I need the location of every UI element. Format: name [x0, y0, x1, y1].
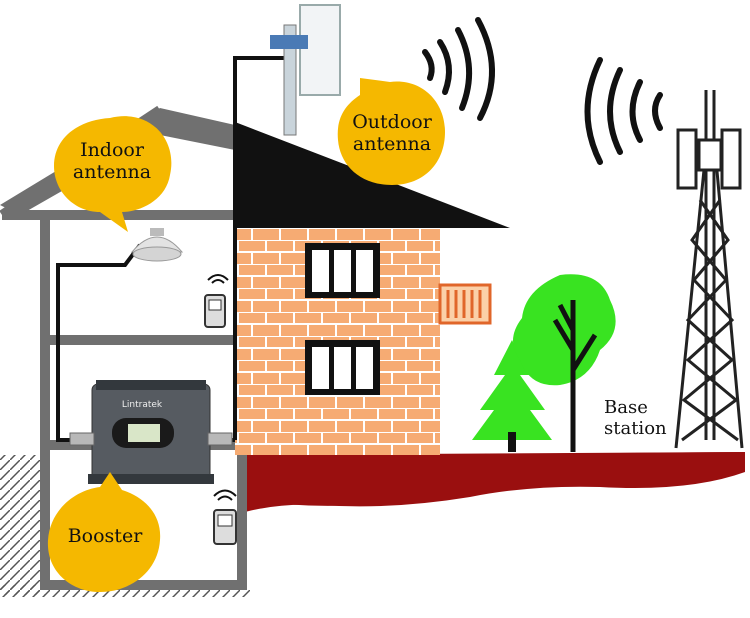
indoor-antenna-label-line1: Indoor — [80, 139, 144, 161]
phone-icon-lower — [213, 489, 237, 545]
signal-waves-icon-outdoor — [422, 17, 495, 121]
tree-icon-small — [472, 340, 552, 452]
outdoor-antenna-label-line1: Outdoor — [352, 111, 432, 133]
booster-label: Booster — [67, 525, 143, 547]
bubble-indoor-antenna — [54, 116, 172, 232]
cell-tower-icon — [674, 90, 744, 449]
indoor-antenna-label: Indoor antenna — [58, 139, 166, 184]
house-roof-left — [0, 108, 235, 215]
indoor-antenna-icon — [130, 228, 184, 262]
base-station-label-line2: station — [604, 417, 667, 439]
base-station-label: Base station — [604, 397, 684, 439]
signal-waves-icon-tower — [584, 57, 663, 165]
ground-lower — [245, 452, 745, 512]
balcony — [438, 283, 492, 325]
outdoor-antenna-label: Outdoor antenna — [340, 111, 444, 156]
outdoor-antenna-icon — [270, 4, 341, 136]
booster-device-icon — [69, 380, 233, 484]
outdoor-antenna-label-line2: antenna — [352, 132, 432, 155]
tree-icon-large — [512, 274, 616, 452]
bubble-outdoor-antenna — [337, 78, 445, 185]
indoor-antenna-label-line2: antenna — [72, 160, 152, 183]
window-lower — [305, 340, 380, 395]
phone-icon-upper — [204, 274, 229, 328]
window-upper — [305, 243, 380, 298]
bubble-booster — [47, 472, 161, 592]
basement-soil-left — [0, 455, 45, 595]
device-brand-label: Lintratek — [121, 400, 163, 410]
base-station-label-line1: Base — [604, 397, 648, 418]
